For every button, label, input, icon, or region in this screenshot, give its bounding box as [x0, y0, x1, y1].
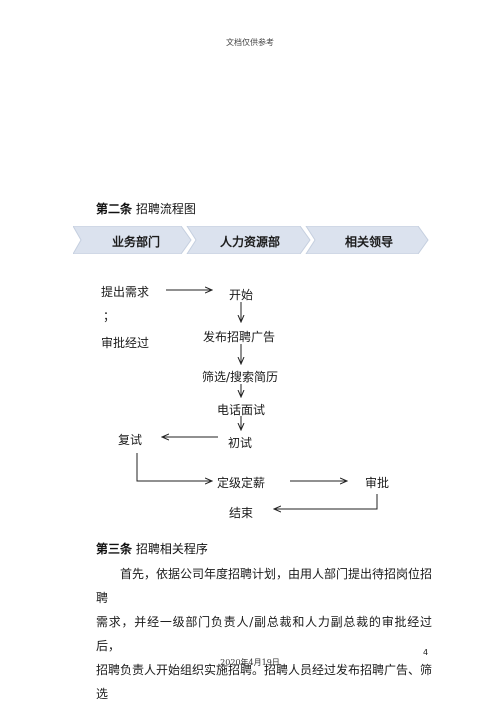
- arrow-second-to-grade: [136, 453, 212, 481]
- node-approval-passed: 审批经过: [101, 336, 150, 350]
- lane-chevron-3: [305, 226, 429, 254]
- section-2-title: 招聘流程图: [135, 202, 196, 216]
- lane-label-hr: 人力资源部: [219, 235, 280, 249]
- page-footer-date: 2020年4月19日: [220, 658, 280, 667]
- page-number: 4: [423, 648, 429, 657]
- node-approve: 审批: [365, 476, 390, 490]
- node-second-interview: 复试: [118, 433, 143, 447]
- node-grade-salary: 定级定薪: [217, 476, 266, 490]
- node-post-ads: 发布招聘广告: [203, 330, 276, 344]
- node-submit-request: 提出需求: [101, 285, 150, 299]
- section-3-number: 第三条: [96, 542, 133, 556]
- node-screen-resumes: 筛选/搜索简历: [202, 370, 279, 384]
- arrow-approve-to-end: [274, 494, 378, 509]
- node-end: 结束: [229, 506, 254, 520]
- lane-chevron-2: [186, 226, 311, 254]
- page-header: 文档仅供参考: [226, 38, 274, 47]
- node-phone-interview: 电话面试: [217, 403, 266, 417]
- node-first-interview: 初试: [228, 436, 253, 450]
- body-line-2: 需求，并经一级部门负责人/副总裁和人力副总裁的审批经过后，: [96, 615, 432, 653]
- lane-label-leaders: 相关领导: [344, 235, 393, 249]
- lane-header: 业务部门 人力资源部 相关领导: [73, 226, 429, 254]
- lane-chevron-1: [73, 226, 192, 254]
- section-3-title: 招聘相关程序: [135, 542, 208, 556]
- lane-label-business: 业务部门: [111, 235, 160, 249]
- node-start: 开始: [229, 288, 254, 302]
- body-line-1: 首先，依据公司年度招聘计划，由用人部门提出待招岗位招聘: [96, 567, 433, 605]
- section-2-number: 第二条: [96, 202, 133, 216]
- section-3-heading: 第三条 招聘相关程序: [96, 540, 208, 557]
- section-2-heading: 第二条 招聘流程图: [96, 200, 196, 217]
- body-paragraph: 首先，依据公司年度招聘计划，由用人部门提出待招岗位招聘 需求，并经一级部门负责人…: [96, 562, 432, 706]
- lane-chevrons: [73, 226, 429, 254]
- node-semicolon: ；: [103, 309, 116, 323]
- body-line-3: 招聘负责人开始组织实施招聘。招聘人员经过发布招聘广告、筛选: [96, 663, 433, 701]
